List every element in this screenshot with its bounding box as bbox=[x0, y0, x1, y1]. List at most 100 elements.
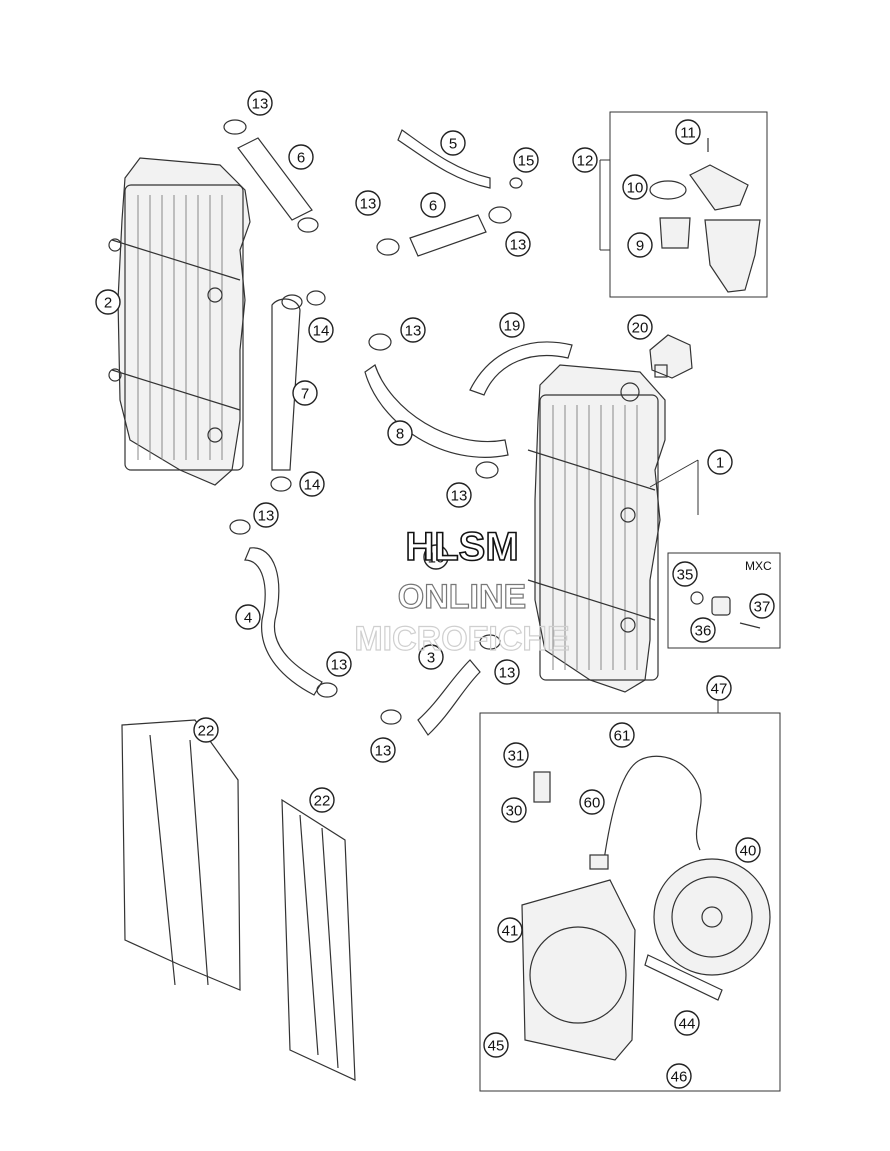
callout-number: 13 bbox=[405, 323, 422, 340]
callout-6: 6 bbox=[420, 192, 446, 218]
callout-circle bbox=[420, 192, 446, 218]
callout-45: 45 bbox=[483, 1032, 509, 1058]
callout-47: 47 bbox=[706, 675, 732, 701]
callout-number: 41 bbox=[502, 923, 519, 940]
callout-circle bbox=[503, 742, 529, 768]
callout-circle bbox=[483, 1032, 509, 1058]
callout-13: 13 bbox=[326, 651, 352, 677]
callout-30: 30 bbox=[501, 797, 527, 823]
callout-number: 13 bbox=[510, 237, 527, 254]
callout-number: 22 bbox=[198, 723, 215, 740]
callout-circle bbox=[326, 651, 352, 677]
callout-number: 2 bbox=[104, 295, 112, 312]
callout-13: 13 bbox=[494, 659, 520, 685]
callout-22: 22 bbox=[193, 717, 219, 743]
fan-group-box bbox=[479, 700, 781, 1092]
callout-20: 20 bbox=[627, 314, 653, 340]
thermostat-group-box bbox=[599, 111, 768, 298]
callout-circle bbox=[707, 449, 733, 475]
radiator-left bbox=[108, 157, 251, 486]
callout-circle bbox=[440, 130, 466, 156]
callout-12: 12 bbox=[572, 147, 598, 173]
mxc-label: MXC bbox=[745, 559, 772, 573]
callout-2: 2 bbox=[95, 289, 121, 315]
callout-10: 10 bbox=[622, 174, 648, 200]
callout-circle bbox=[609, 722, 635, 748]
mxc-option-box: MXC bbox=[667, 552, 781, 649]
callout-number: 9 bbox=[636, 238, 644, 255]
callout-number: 40 bbox=[740, 843, 757, 860]
callout-41: 41 bbox=[497, 917, 523, 943]
callout-number: 8 bbox=[396, 426, 404, 443]
hoses bbox=[237, 129, 573, 736]
callout-circle bbox=[622, 174, 648, 200]
callout-circle bbox=[627, 314, 653, 340]
callout-number: 35 bbox=[677, 567, 694, 584]
callout-number: 13 bbox=[258, 508, 275, 525]
callout-circle bbox=[497, 917, 523, 943]
callout-circle bbox=[672, 561, 698, 587]
callout-number: 30 bbox=[506, 803, 523, 820]
callout-circle bbox=[299, 471, 325, 497]
callout-13: 13 bbox=[370, 737, 396, 763]
callout-number: 13 bbox=[375, 743, 392, 760]
callout-circle bbox=[579, 789, 605, 815]
callout-circle bbox=[253, 502, 279, 528]
callout-1: 1 bbox=[707, 449, 733, 475]
callout-4: 4 bbox=[235, 604, 261, 630]
callout-circle bbox=[288, 144, 314, 170]
callout-number: 1 bbox=[716, 455, 724, 472]
callout-circle bbox=[706, 675, 732, 701]
callout-number: 19 bbox=[504, 318, 521, 335]
callout-circle bbox=[501, 797, 527, 823]
callout-number: 36 bbox=[695, 623, 712, 640]
callout-circle bbox=[418, 644, 444, 670]
callout-7: 7 bbox=[292, 380, 318, 406]
callout-circle bbox=[674, 1010, 700, 1036]
callout-number: 16 bbox=[428, 550, 445, 567]
callout-8: 8 bbox=[387, 420, 413, 446]
callout-number: 4 bbox=[244, 610, 252, 627]
callout-35: 35 bbox=[672, 561, 698, 587]
callout-number: 3 bbox=[427, 650, 435, 667]
callout-44: 44 bbox=[674, 1010, 700, 1036]
radiator-right bbox=[527, 334, 693, 693]
callout-circle bbox=[735, 837, 761, 863]
callout-5: 5 bbox=[440, 130, 466, 156]
callout-number: 46 bbox=[671, 1069, 688, 1086]
callout-number: 47 bbox=[711, 681, 728, 698]
callout-13: 13 bbox=[247, 90, 273, 116]
callout-circle bbox=[292, 380, 318, 406]
callout-36: 36 bbox=[690, 617, 716, 643]
callout-number: 31 bbox=[508, 748, 525, 765]
callout-number: 20 bbox=[632, 320, 649, 337]
callout-19: 19 bbox=[499, 312, 525, 338]
callout-9: 9 bbox=[627, 232, 653, 258]
callout-circle bbox=[370, 737, 396, 763]
watermark: HLSM ONLINE MICROFICHE bbox=[354, 524, 571, 658]
callout-number: 12 bbox=[577, 153, 594, 170]
callout-22: 22 bbox=[309, 787, 335, 813]
callout-6: 6 bbox=[288, 144, 314, 170]
callout-number: 7 bbox=[301, 386, 309, 403]
callout-circle bbox=[513, 147, 539, 173]
callout-circle bbox=[387, 420, 413, 446]
watermark-line3: MICROFICHE bbox=[354, 620, 569, 658]
callout-40: 40 bbox=[735, 837, 761, 863]
callout-number: 13 bbox=[451, 488, 468, 505]
callout-circle bbox=[675, 119, 701, 145]
callout-60: 60 bbox=[579, 789, 605, 815]
callout-61: 61 bbox=[609, 722, 635, 748]
callout-circle bbox=[499, 312, 525, 338]
callout-number: 60 bbox=[584, 795, 601, 812]
callout-circle bbox=[690, 617, 716, 643]
callout-13: 13 bbox=[253, 502, 279, 528]
callout-number: 61 bbox=[614, 728, 631, 745]
callout-circle bbox=[505, 231, 531, 257]
callout-number: 13 bbox=[360, 196, 377, 213]
hose-clamps bbox=[223, 119, 523, 725]
callout-31: 31 bbox=[503, 742, 529, 768]
watermark-line1: HLSM bbox=[405, 525, 518, 569]
callout-circle bbox=[627, 232, 653, 258]
